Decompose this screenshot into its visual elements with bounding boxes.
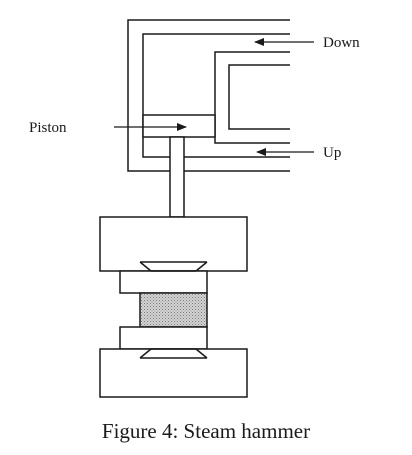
- up-inlet-channel: [214, 51, 290, 144]
- upper-ram: [99, 216, 248, 272]
- piston-rod: [169, 136, 185, 218]
- piston-label: Piston: [29, 120, 67, 136]
- upper-die-holder: [119, 270, 208, 294]
- figure-caption: Figure 4: Steam hammer: [102, 419, 310, 443]
- upper-dovetail: [139, 261, 208, 272]
- down-label: Down: [323, 35, 360, 51]
- lower-dovetail: [139, 348, 208, 359]
- lower-die-holder: [119, 326, 208, 350]
- outer-duct-wall: [127, 19, 290, 172]
- anvil-base: [99, 348, 248, 398]
- up-inlet-channel-inner: [228, 64, 290, 130]
- inner-duct-wall: [142, 33, 290, 158]
- piston-block: [142, 114, 216, 138]
- workpiece: [139, 292, 208, 328]
- up-label: Up: [323, 145, 341, 161]
